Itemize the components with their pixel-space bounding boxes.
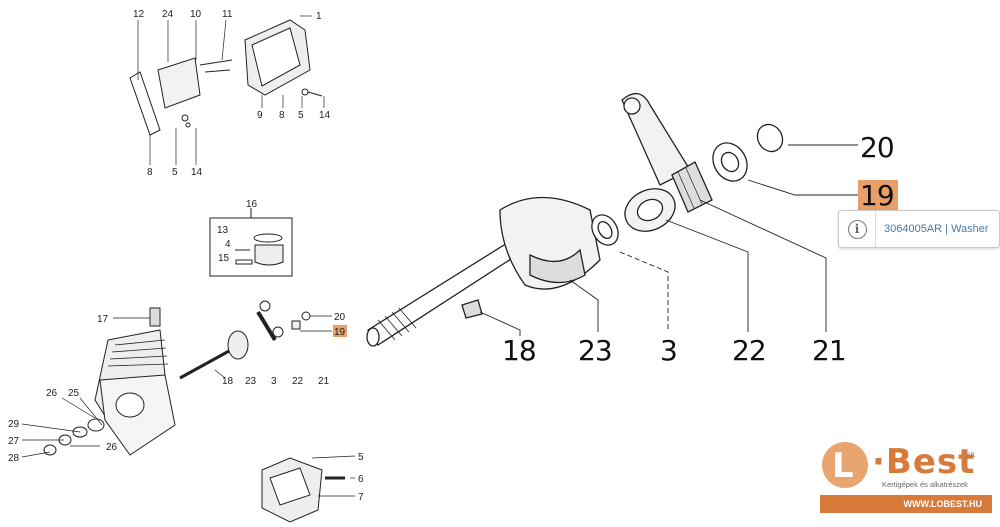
muffler-assembly	[129, 19, 323, 136]
tooltip-text: 3064005AR | Washer	[884, 223, 989, 235]
callout-25[interactable]: 25	[68, 388, 80, 399]
callout-8a[interactable]: 8	[147, 167, 153, 178]
callout-28[interactable]: 28	[8, 453, 20, 464]
callout-21-small[interactable]: 21	[318, 376, 330, 387]
callout-18-large[interactable]: 18	[502, 334, 537, 367]
callout-3-large[interactable]: 3	[660, 334, 678, 367]
callout-12[interactable]: 12	[133, 9, 145, 20]
callout-19-large[interactable]: 19	[860, 179, 895, 212]
callout-21-large[interactable]: 21	[812, 334, 847, 367]
callout-6-bottom[interactable]: 6	[358, 474, 364, 485]
small-crank-assembly	[113, 300, 332, 380]
callout-26b[interactable]: 26	[106, 442, 118, 453]
lobest-logo[interactable]: L ·Best Kft. Kertigépek és alkatrészek W…	[820, 440, 992, 520]
callout-9[interactable]: 9	[257, 110, 263, 121]
tooltip-divider	[875, 211, 876, 247]
cylinder-assembly	[21, 329, 176, 458]
callout-5b[interactable]: 5	[298, 110, 304, 121]
logo-url[interactable]: WWW.LOBEST.HU	[820, 495, 992, 513]
callout-24[interactable]: 24	[162, 9, 174, 20]
callout-23-large[interactable]: 23	[578, 334, 613, 367]
callout-14a[interactable]: 14	[191, 167, 203, 178]
callout-27[interactable]: 27	[8, 436, 20, 447]
callout-26a[interactable]: 26	[46, 388, 58, 399]
callout-18-small[interactable]: 18	[222, 376, 234, 387]
logo-mark: L	[822, 442, 868, 488]
callout-5-bottom[interactable]: 5	[358, 452, 364, 463]
crankshaft-large	[366, 93, 784, 347]
callout-16[interactable]: 16	[246, 199, 258, 210]
callout-7-bottom[interactable]: 7	[358, 492, 364, 503]
callout-3-small[interactable]: 3	[271, 376, 277, 387]
callout-17[interactable]: 17	[97, 314, 109, 325]
callout-22-large[interactable]: 22	[732, 334, 767, 367]
callout-22-small[interactable]: 22	[292, 376, 304, 387]
callout-19-small[interactable]: 19	[334, 327, 346, 338]
callout-13[interactable]: 13	[217, 225, 229, 236]
callout-1[interactable]: 1	[316, 11, 322, 22]
logo-kft: Kft.	[966, 452, 977, 459]
logo-brand: ·Best	[872, 442, 976, 482]
part-tooltip: i 3064005AR | Washer	[838, 210, 1000, 248]
callout-15[interactable]: 15	[218, 253, 230, 264]
bracket-assembly	[261, 455, 356, 523]
highlight-19-small	[333, 325, 347, 337]
callout-29[interactable]: 29	[8, 419, 20, 430]
info-icon: i	[839, 211, 875, 247]
callout-5a[interactable]: 5	[172, 167, 178, 178]
callout-8b[interactable]: 8	[279, 110, 285, 121]
callout-14b[interactable]: 14	[319, 110, 331, 121]
highlight-19	[858, 180, 898, 210]
callout-10[interactable]: 10	[190, 9, 202, 20]
logo-subtitle: Kertigépek és alkatrészek	[882, 480, 968, 489]
piston-assembly	[209, 208, 293, 277]
callout-20-large[interactable]: 20	[860, 131, 895, 164]
callout-20-small[interactable]: 20	[334, 312, 346, 323]
callout-11[interactable]: 11	[222, 9, 233, 20]
callout-23-small[interactable]: 23	[245, 376, 257, 387]
callout-4[interactable]: 4	[225, 239, 231, 250]
